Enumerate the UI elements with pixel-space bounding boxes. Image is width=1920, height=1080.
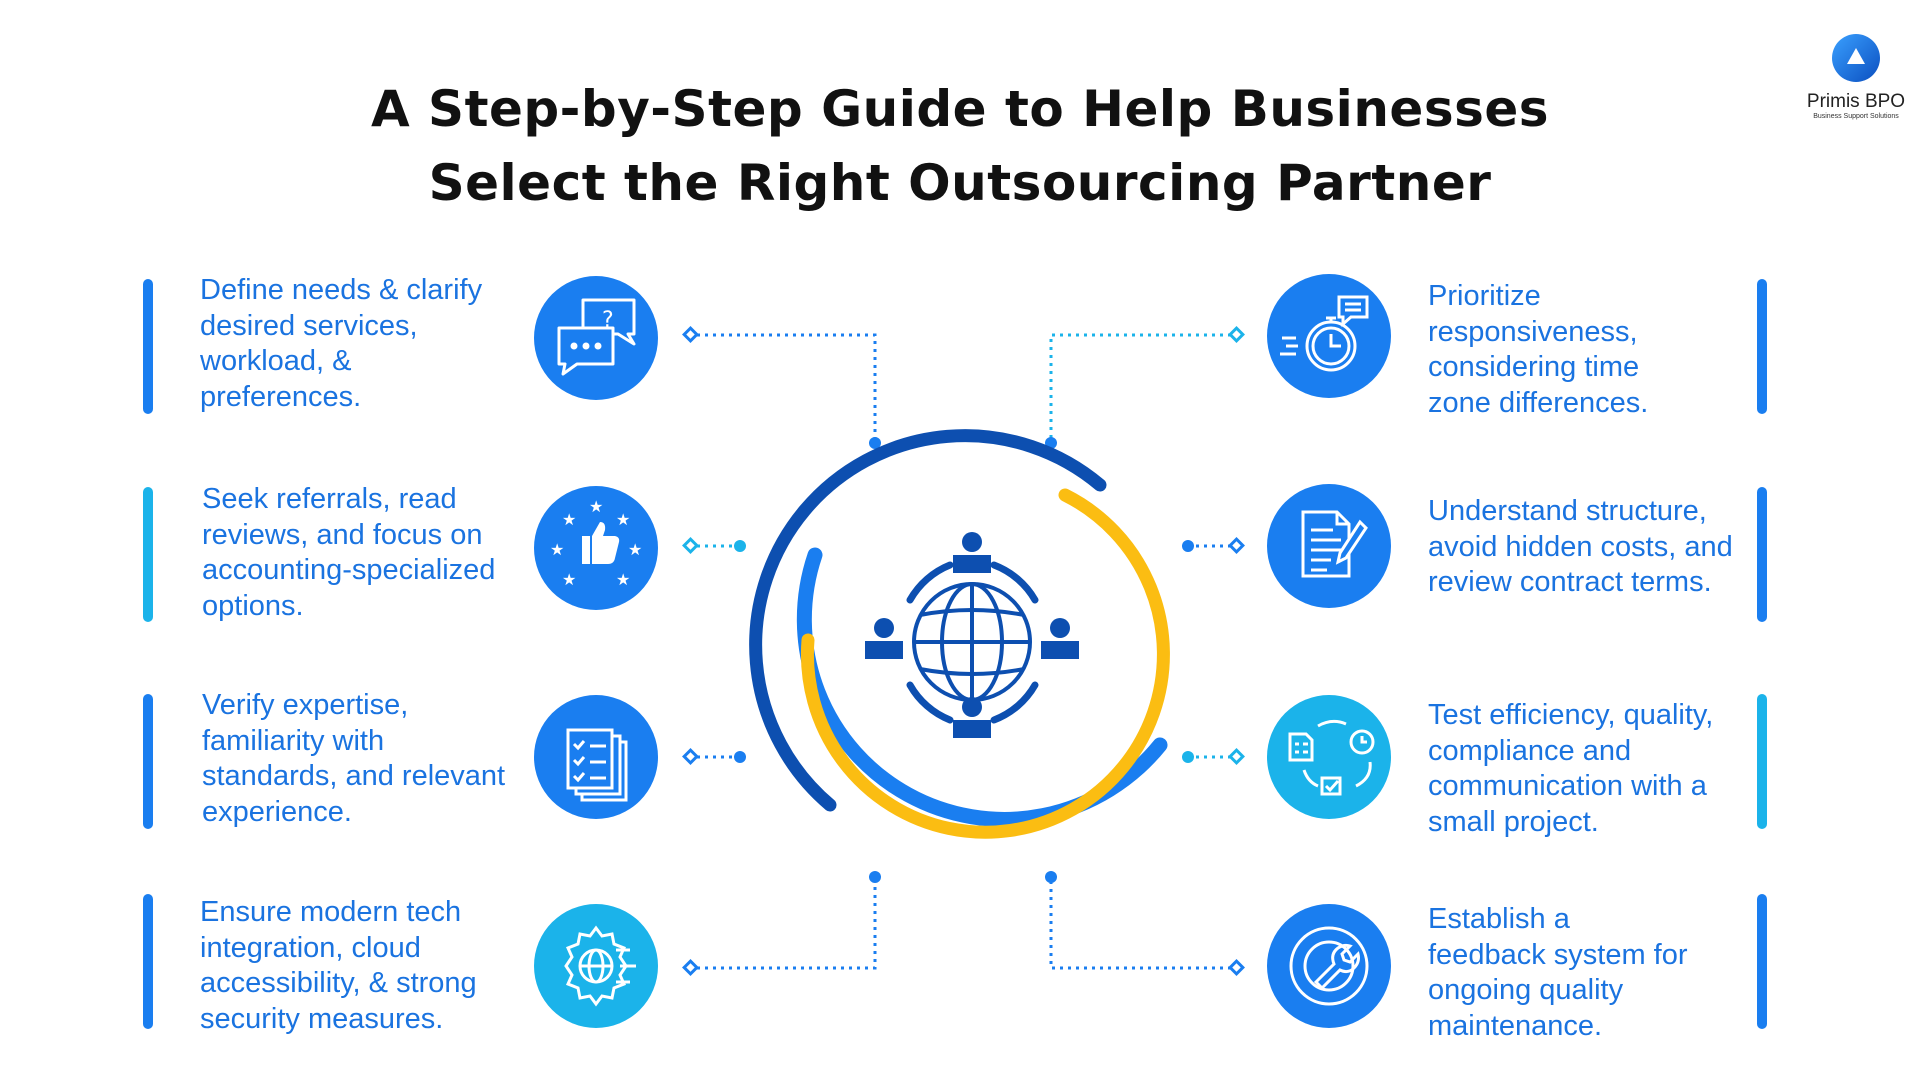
accent-bar-left-2 xyxy=(143,487,153,622)
connector-right-4 xyxy=(1049,882,1231,970)
step-icon-left-2: ★ ★ ★ ★ ★ ★ ★ xyxy=(534,486,658,610)
svg-text:★: ★ xyxy=(628,542,642,559)
page-title: A Step-by-Step Guide to Help Businesses … xyxy=(0,72,1920,220)
connectors xyxy=(697,333,1231,970)
ring-dark-blue xyxy=(749,429,1107,812)
step-text-left-2: Seek referrals, read reviews, and focus … xyxy=(202,483,496,622)
center-rings xyxy=(749,429,1170,839)
svg-text:★: ★ xyxy=(562,512,576,529)
primis-bpo-logo: Primis BPO Business Support Solutions xyxy=(1796,32,1916,120)
diamond-marker xyxy=(682,326,699,343)
accent-bar-right-2 xyxy=(1757,487,1767,622)
stopwatch-message-icon xyxy=(1280,295,1369,372)
connector-right-1 xyxy=(1049,333,1231,438)
title-line-1: A Step-by-Step Guide to Help Businesses xyxy=(370,80,1550,138)
wrench-gear-cycle-icon xyxy=(1289,926,1369,1006)
svg-text:★: ★ xyxy=(562,572,576,589)
logo-name: Primis BPO xyxy=(1806,91,1906,112)
logo-tagline: Business Support Solutions xyxy=(1813,113,1899,120)
step-text-left-3: Verify expertise, familiarity with stand… xyxy=(202,689,506,828)
diamond-marker xyxy=(682,748,699,765)
step-icon-left-3 xyxy=(534,695,658,819)
step-text-right-1: Prioritize responsiveness, considering t… xyxy=(1428,280,1649,419)
step-text-right-2: Understand structure, avoid hidden costs… xyxy=(1428,495,1733,598)
gear-globe-icon xyxy=(564,925,636,1007)
svg-text:?: ? xyxy=(602,308,614,333)
accent-bar-right-3 xyxy=(1757,694,1767,829)
logo-mark-icon xyxy=(1832,34,1880,82)
svg-text:★: ★ xyxy=(616,512,630,529)
connector-left-4 xyxy=(697,882,877,970)
diamond-marker xyxy=(1228,326,1245,343)
connector-dots xyxy=(734,437,1194,883)
global-network-people-icon xyxy=(865,532,1079,738)
diamond-marker xyxy=(682,537,699,554)
step-icon-right-3 xyxy=(1267,695,1391,819)
process-cycle-icon xyxy=(1288,719,1375,796)
title-line-2: Select the Right Outsourcing Partner xyxy=(428,154,1492,212)
diamond-marker xyxy=(1228,537,1245,554)
svg-text:★: ★ xyxy=(616,572,630,589)
step-icon-right-2 xyxy=(1267,484,1391,608)
diamond-marker xyxy=(1228,959,1245,976)
accent-bar-left-1 xyxy=(143,279,153,414)
ring-yellow xyxy=(800,488,1170,839)
connector-left-1 xyxy=(697,333,877,438)
diamond-marker xyxy=(682,959,699,976)
step-text-left-1: Define needs & clarify desired services,… xyxy=(200,274,483,413)
svg-text:★: ★ xyxy=(550,542,564,559)
thumbs-up-stars-icon: ★ ★ ★ ★ ★ ★ ★ xyxy=(550,499,642,589)
step-text-right-4: Establish a feedback system for ongoing … xyxy=(1428,903,1688,1042)
step-icon-left-1: ? xyxy=(534,276,658,400)
svg-text:★: ★ xyxy=(589,499,603,516)
accent-bar-right-1 xyxy=(1757,279,1767,414)
step-icon-left-4 xyxy=(534,904,658,1028)
accent-bar-right-4 xyxy=(1757,894,1767,1029)
checklist-documents-icon xyxy=(566,728,628,802)
step-text-left-4: Ensure modern tech integration, cloud ac… xyxy=(200,896,477,1035)
chat-question-icon: ? xyxy=(557,298,636,376)
step-icon-right-1 xyxy=(1267,274,1391,398)
step-icon-right-4 xyxy=(1267,904,1391,1028)
diamond-marker xyxy=(1228,748,1245,765)
accent-bar-left-3 xyxy=(143,694,153,829)
step-text-right-3: Test efficiency, quality, compliance and… xyxy=(1428,699,1714,838)
accent-bar-left-4 xyxy=(143,894,153,1029)
contract-sign-icon xyxy=(1301,510,1368,578)
